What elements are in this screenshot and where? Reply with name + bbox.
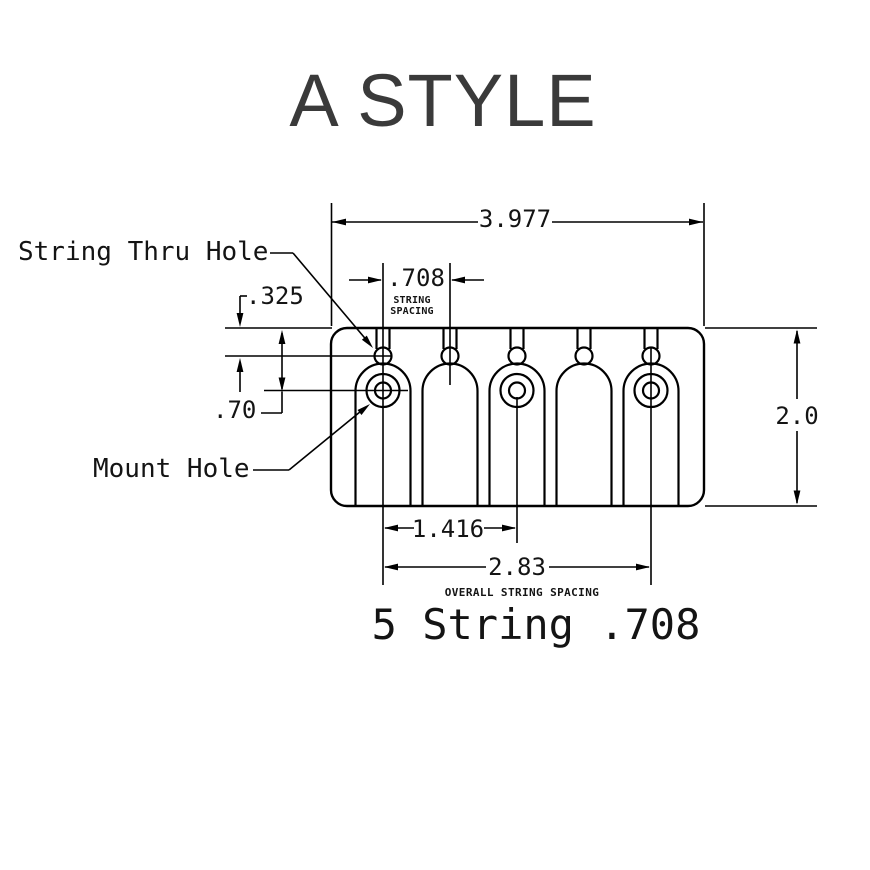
note-string-spacing-line2: SPACING [390, 306, 434, 317]
arrowhead-right [636, 563, 650, 571]
note-overall-string-spacing: OVERALL STRING SPACING [444, 586, 600, 599]
page-title: A STYLE [289, 59, 597, 142]
arrowhead [361, 335, 373, 348]
arrowhead-up [236, 358, 244, 372]
dim-text-half-string-span: 1.416 [411, 515, 485, 543]
leader-string-thru-hole [270, 252, 373, 348]
arrowhead-down [278, 377, 286, 392]
arrowhead-left [332, 218, 346, 226]
leader-mount-hole [253, 404, 370, 471]
note-string-spacing-line1: STRING [393, 295, 431, 306]
arrowhead [357, 404, 370, 415]
arrowhead-left [384, 524, 398, 532]
extension-lines [225, 263, 817, 585]
label-string-thru-hole: String Thru Hole [18, 237, 269, 267]
arrowhead-right [689, 218, 703, 226]
dim-text-overall-string-span: 2.83 [488, 553, 546, 581]
arrowhead-left [451, 276, 465, 284]
dim-overall-string-span [384, 563, 650, 571]
dim-text-overall-width: 3.977 [478, 205, 552, 233]
dim-plate-height [793, 329, 801, 505]
arrowhead-down [793, 490, 801, 505]
arrowhead-up [793, 329, 801, 344]
dim-half-string-span [384, 524, 516, 532]
arrowhead-left [384, 563, 398, 571]
dim-text-edge-to-string-hole: .325 [246, 282, 304, 310]
arrowhead-up [278, 330, 286, 344]
dim-text-edge-to-mount-hole: .70 [213, 396, 257, 424]
dim-text-string-spacing: .708 [387, 264, 445, 292]
label-mount-hole: Mount Hole [93, 454, 250, 484]
dim-edge-to-mount-hole [261, 330, 286, 414]
drawing-caption: 5 String .708 [371, 600, 701, 649]
dim-text-plate-height: 2.0 [775, 402, 819, 430]
arrowhead-right [368, 276, 382, 284]
arrowhead-down [236, 313, 244, 327]
dim-edge-to-string-hole [236, 295, 247, 392]
arrowhead-right [502, 524, 516, 532]
dim-string-spacing [349, 276, 484, 284]
dim-overall-width [330, 203, 705, 326]
